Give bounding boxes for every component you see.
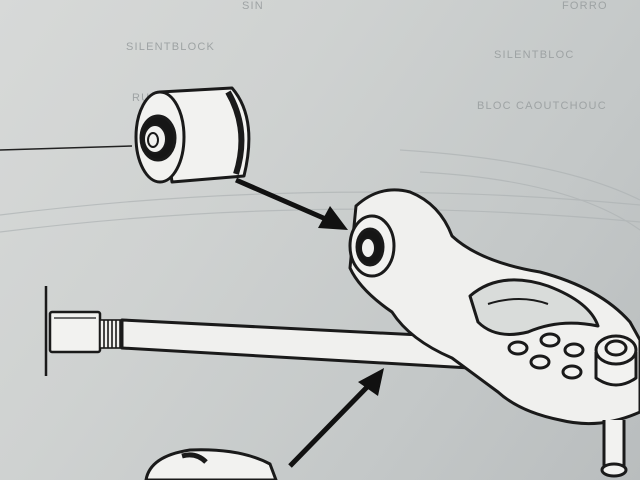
bushing-drawing (144, 448, 278, 480)
faint-print-text: FORRO (562, 0, 608, 12)
rod-end-block (44, 286, 102, 376)
faint-print-text: BLOC CAOUTCHOUC (477, 100, 607, 112)
pointer-arrow (288, 368, 384, 468)
control-arm-drawing (120, 188, 640, 478)
threaded-section (99, 319, 123, 349)
faint-print-text: SILENTBLOC (494, 49, 575, 61)
faint-print-text: SIN (242, 0, 264, 12)
leader-line (0, 145, 133, 151)
faint-background-lines (0, 149, 640, 233)
faint-print-text: SILENTBLOCK (126, 41, 216, 53)
pointer-arrow (235, 177, 348, 230)
bushing-drawing (134, 86, 251, 184)
